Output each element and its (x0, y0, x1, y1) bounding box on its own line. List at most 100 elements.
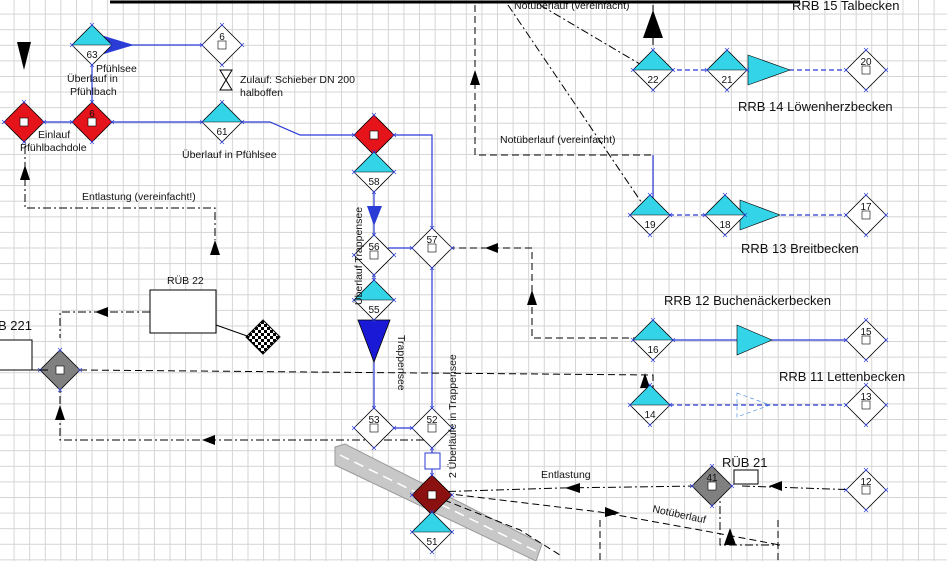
arrow-up-215 (210, 240, 220, 255)
node-n51[interactable]: 51 (409, 509, 455, 555)
node-tip-tick (650, 317, 656, 323)
label-notueberlauf-bottom: Notüberlauf (651, 503, 707, 526)
node-tip-tick (371, 405, 377, 411)
node-number: 57 (426, 235, 438, 246)
node-n15[interactable]: 15 (843, 317, 889, 363)
node-tip-tick (69, 42, 75, 48)
node-n58[interactable]: 58 (351, 149, 397, 195)
node-center[interactable] (351, 112, 397, 158)
arrow-up-653-top (643, 10, 663, 38)
node-tip-tick (709, 463, 715, 469)
node-n20[interactable]: 20 (843, 47, 889, 93)
label-ueberlauf-pfuehlbach-2: Pfühlbach (70, 86, 117, 98)
node-marker (861, 485, 871, 495)
node-number: 20 (860, 57, 872, 68)
node-tip-tick (863, 357, 869, 363)
node-tip-tick (709, 503, 715, 509)
node-marker (861, 400, 871, 410)
node-n19[interactable]: 19 (627, 192, 673, 238)
node-tip-tick (239, 119, 245, 125)
arrow-up-645 (640, 373, 650, 388)
node-tip-tick (702, 212, 708, 218)
node-tip-tick (843, 487, 849, 493)
node-n18[interactable]: 18 (702, 192, 748, 238)
node-number: 53 (368, 415, 380, 426)
rueb221-box[interactable] (0, 339, 33, 371)
node-number: 22 (647, 75, 659, 86)
node-tip-tick (863, 382, 869, 388)
arrow-left-312 (95, 307, 108, 317)
node-tip-tick (650, 87, 656, 93)
node-tip-tick (409, 492, 415, 498)
node-tip-tick (1, 119, 7, 125)
label-einlauf-1: Einlauf (38, 129, 70, 141)
node-n13[interactable]: 13 (843, 382, 889, 428)
node-tip-tick (449, 492, 455, 498)
node-tip-tick (351, 252, 357, 258)
label-zulauf-2: halboffen (240, 87, 283, 99)
node-tip-tick (351, 297, 357, 303)
node-top-triangle (632, 49, 674, 71)
flow-arrow-58 (367, 206, 382, 226)
node-tip-tick (219, 99, 225, 105)
node-tip-tick (883, 337, 889, 343)
node-tip-tick (89, 99, 95, 105)
node-tip-tick (429, 549, 435, 555)
node-n62[interactable]: 6 (199, 22, 245, 68)
node-n21[interactable]: 21 (704, 47, 750, 93)
node-top-triangle (71, 24, 113, 46)
checkerboard-node[interactable] (245, 319, 281, 355)
node-tip-tick (239, 42, 245, 48)
node-marker (427, 490, 437, 500)
node-tip-tick (667, 212, 673, 218)
node-n57[interactable]: 57 (409, 225, 455, 271)
node-tip-tick (647, 422, 653, 428)
node-tip-tick (722, 232, 728, 238)
node-n61[interactable]: 61 (199, 99, 245, 145)
node-n53[interactable]: 53 (351, 405, 397, 451)
node-number: 52 (426, 415, 438, 426)
node-marker (19, 117, 29, 127)
node-dr[interactable] (409, 472, 455, 518)
node-n16[interactable]: 16 (630, 317, 676, 363)
label-rueb22: RÜB 22 (167, 275, 204, 287)
node-n12[interactable]: 12 (843, 467, 889, 513)
arrow-left-490 (485, 243, 498, 253)
node-n41[interactable]: 41 (689, 463, 735, 509)
arrow-up-475 (470, 70, 480, 85)
node-n17[interactable]: 17 (843, 192, 889, 238)
node-marker (427, 243, 437, 253)
node-tip-tick (883, 402, 889, 408)
rueb22-box[interactable] (149, 289, 217, 334)
node-tip-tick (69, 119, 75, 125)
node-einlauf[interactable] (1, 99, 47, 145)
node-tip-tick (57, 387, 63, 393)
node-n52[interactable]: 52 (409, 405, 455, 451)
node-top-triangle (201, 101, 243, 123)
node-tip-tick (351, 425, 357, 431)
node-marker (87, 117, 97, 127)
pump-box[interactable] (424, 452, 441, 470)
node-n63[interactable]: 63 (69, 22, 115, 68)
node-g60[interactable] (37, 347, 83, 393)
label-zwei-ueberlaeufe: 2 Überläufe in Trappensee (447, 354, 459, 478)
node-n55[interactable]: 55 (351, 277, 397, 323)
rueb21-box[interactable] (733, 469, 759, 485)
node-top-triangle (706, 49, 748, 71)
node-tip-tick (371, 189, 377, 195)
node-n56[interactable]: 56 (351, 232, 397, 278)
node-number: 58 (368, 177, 380, 188)
node-n22[interactable]: 22 (630, 47, 676, 93)
blue-flow-lines (24, 44, 860, 520)
node-n14[interactable]: 14 (627, 382, 673, 428)
label-ueberlauf-pfuehlbach-1: Überlauf in (67, 73, 118, 85)
label-rrb13: RRB 13 Breitbecken (741, 241, 859, 256)
node-tip-tick (351, 132, 357, 138)
label-zulauf-1: Zulauf: Schieber DN 200 (240, 74, 355, 86)
node-n64[interactable]: 6 (69, 99, 115, 145)
label-rrb11: RRB 11 Lettenbecken (779, 369, 905, 384)
node-tip-tick (863, 192, 869, 198)
node-tip-tick (41, 119, 47, 125)
node-tip-tick (883, 212, 889, 218)
